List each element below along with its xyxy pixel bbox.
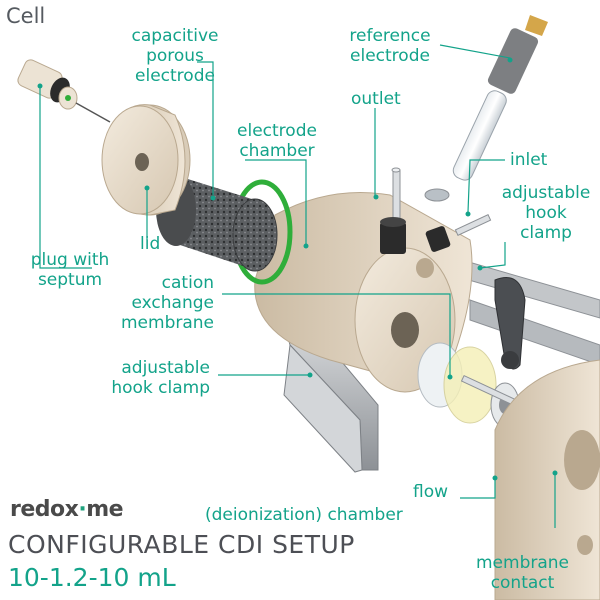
label-adjustable-hook-clamp-left: adjustable hook clamp: [111, 358, 210, 398]
diagram-title: Cell: [6, 4, 46, 28]
hook-clamp-right-part: [494, 277, 526, 370]
label-plug-with-septum: plug with septum: [30, 250, 110, 290]
label-deionization-chamber: (deionization) chamber: [205, 505, 403, 525]
lid-part: [101, 104, 191, 216]
brand-logo: redox·me: [10, 497, 124, 522]
inlet-fitting: [425, 214, 492, 252]
membrane-contact-part: [494, 359, 600, 600]
label-capacitive-porous-electrode: capacitive porous electrode: [131, 26, 219, 86]
label-reference-electrode: reference electrode: [349, 26, 431, 66]
label-electrode-chamber: electrode chamber: [237, 121, 317, 161]
brand-dot: ·: [78, 497, 87, 522]
outlet-fitting: [380, 167, 406, 254]
label-cation-exchange-membrane: cation exchange membrane: [120, 273, 214, 333]
reference-electrode-part: [424, 15, 548, 202]
label-inlet: inlet: [510, 150, 548, 170]
label-outlet: outlet: [351, 89, 401, 109]
label-lid: lid: [140, 234, 161, 254]
volume-label: 10-1.2-10 mL: [8, 563, 176, 592]
label-flow-chamber: flow: [413, 482, 449, 502]
label-adjustable-hook-clamp-right: adjustable hook clamp: [501, 183, 591, 243]
label-membrane-contact: membrane contact: [475, 553, 569, 593]
plug-with-septum-part: [17, 59, 111, 123]
leader-dots: [37, 57, 558, 481]
leader-lines: [39, 44, 556, 528]
setup-title: CONFIGURABLE CDI SETUP: [8, 530, 355, 559]
porous-electrode-part: [156, 174, 278, 272]
